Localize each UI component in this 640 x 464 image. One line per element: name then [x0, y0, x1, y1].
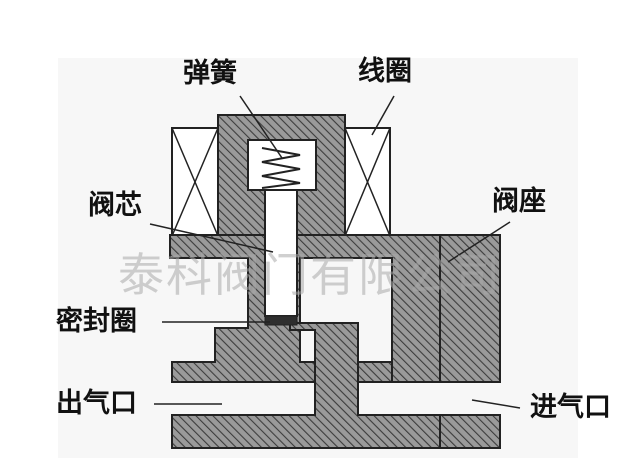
watermark-text: 泰科阀门有限公司: [118, 248, 502, 302]
valve-body: [169, 234, 501, 383]
bottom-bar: [171, 322, 501, 449]
spring: [261, 147, 301, 189]
leader-coil: [371, 95, 395, 136]
label-outlet: 出气口: [56, 388, 137, 419]
label-seat: 阀座: [492, 186, 546, 217]
leader-inlet: [471, 399, 521, 409]
leader-seat: [447, 221, 511, 263]
label-inlet: 进气口: [530, 392, 611, 423]
seal-ring: [264, 315, 298, 326]
label-seal: 密封圈: [56, 306, 137, 337]
leader-core: [149, 223, 274, 253]
leader-spring: [239, 95, 283, 159]
coil-left: [171, 127, 219, 237]
coil-right: [344, 127, 391, 237]
label-core: 阀芯: [88, 190, 142, 221]
plunger-core: [264, 189, 298, 317]
label-coil: 线圈: [358, 56, 412, 87]
label-spring: 弹簧: [183, 58, 237, 89]
